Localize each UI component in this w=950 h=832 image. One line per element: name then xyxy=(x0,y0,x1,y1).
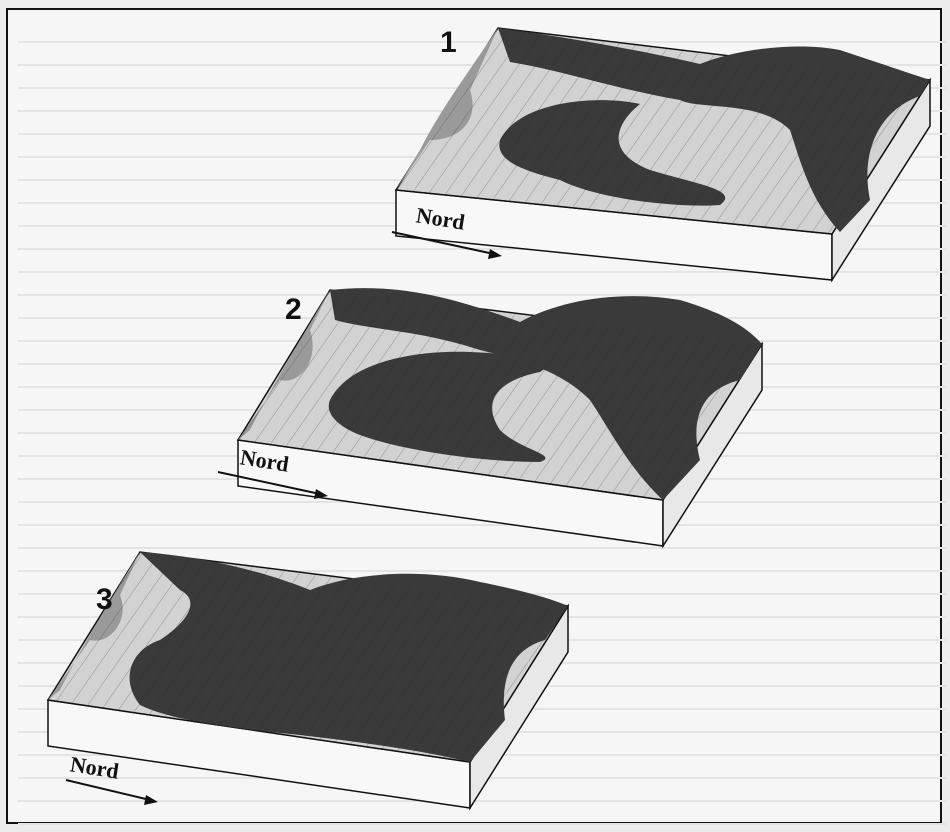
block-2-number: 2 xyxy=(285,293,302,327)
block-3 xyxy=(48,552,568,808)
block-1 xyxy=(396,28,930,280)
block-3-number: 3 xyxy=(96,583,113,617)
block-1-number: 1 xyxy=(440,26,457,60)
block-2 xyxy=(238,288,762,546)
